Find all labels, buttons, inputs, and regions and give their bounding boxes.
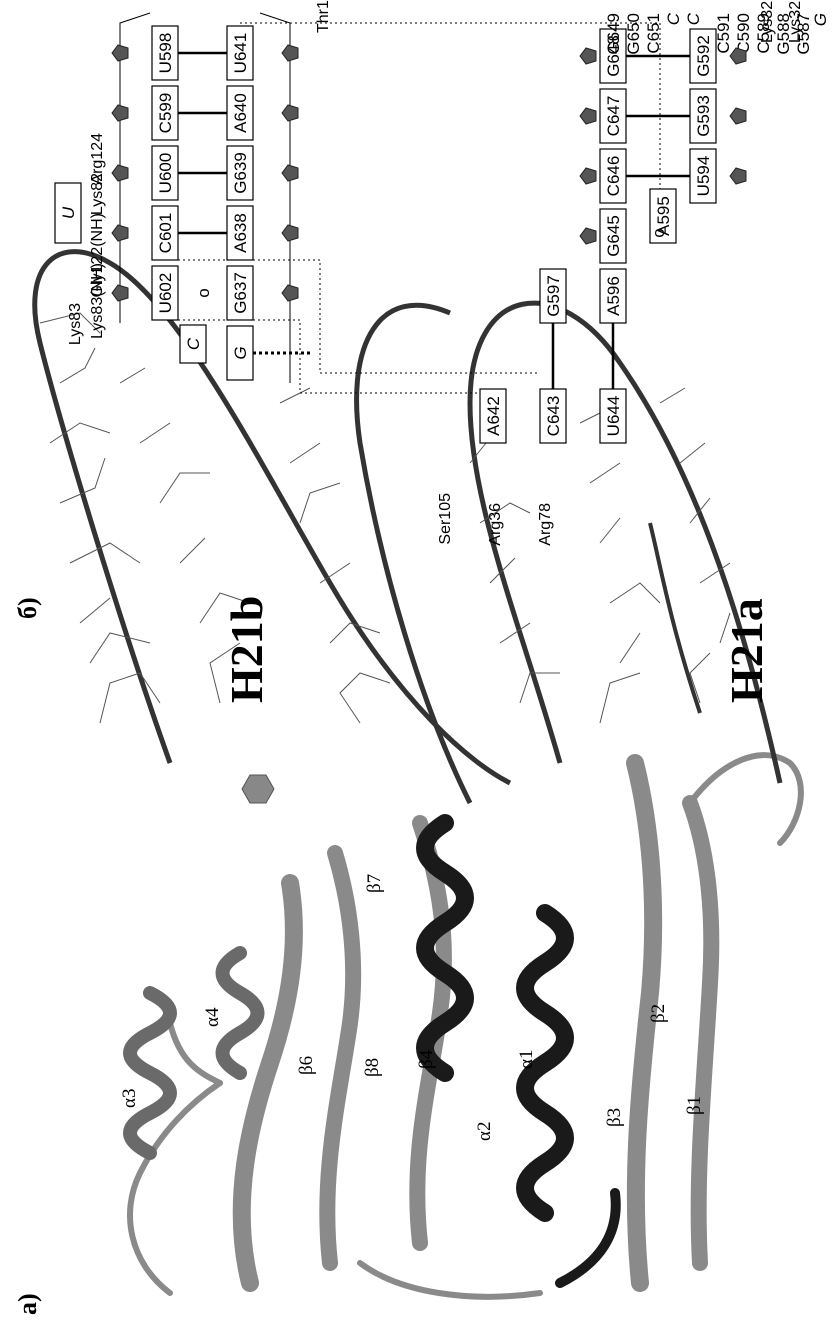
nt-G639: G639 — [231, 152, 250, 194]
label-Thr107: Thr107 — [315, 0, 332, 33]
nt-C601: C601 — [156, 213, 175, 254]
nt-G650: G650 — [624, 13, 643, 55]
nt-U-loose: U — [59, 206, 78, 219]
nt-C590: C590 — [734, 13, 753, 54]
label-beta3: β3 — [604, 1108, 625, 1127]
label-alpha4: α4 — [202, 1007, 223, 1027]
nt-G-lower: G — [811, 13, 830, 26]
nt-C599: C599 — [156, 93, 175, 134]
label-beta1: β1 — [684, 1096, 705, 1115]
nt-U598: U598 — [156, 33, 175, 74]
nt-C643: C643 — [544, 396, 563, 437]
middle-protein-labels: Ser105 Arg36 Arg78 — [437, 493, 554, 546]
panel-a-label: а) — [13, 1293, 42, 1315]
nt-G593: G593 — [694, 95, 713, 137]
nt-G637: G637 — [231, 272, 250, 314]
label-Lys32NH: Lys32(NH) — [787, 0, 804, 43]
nt-G592: G592 — [694, 35, 713, 77]
label-Ser105: Ser105 — [437, 493, 454, 545]
nt-C647: C647 — [604, 96, 623, 137]
nt-C-loose: C — [184, 337, 203, 350]
nt-C651: C651 — [644, 13, 663, 54]
nt-U644: U644 — [604, 396, 623, 437]
nt-U594: U594 — [694, 156, 713, 197]
nt-G597: G597 — [544, 275, 563, 317]
nt-C646: C646 — [604, 156, 623, 197]
label-Arg78: Arg78 — [537, 503, 554, 546]
nt-G649: G649 — [604, 13, 623, 55]
nt-A596: A596 — [604, 276, 623, 316]
label-beta6: β6 — [296, 1056, 317, 1075]
label-Lys32: Lys32 — [759, 1, 776, 43]
nt-A638: A638 — [231, 213, 250, 253]
label-alpha2: α2 — [474, 1122, 495, 1141]
nt-C-lower-a: C — [664, 12, 683, 25]
label-beta8: β8 — [362, 1058, 383, 1077]
lower-helix: G645 C646 C647 G648 G649 G650 C651 C C U… — [580, 12, 830, 263]
pair-symbol-lower: o — [649, 228, 668, 237]
label-alpha1: α1 — [516, 1050, 537, 1069]
secondary-structure-labels: α3 α4 β6 β8 β4 β7 α2 α1 β2 β3 β1 — [119, 874, 705, 1141]
label-beta4: β4 — [416, 1049, 437, 1069]
label-h21a: H21a — [721, 598, 772, 703]
panel-b-label: б) — [13, 597, 42, 619]
label-Lys83: Lys83 — [67, 303, 84, 345]
nt-C-lower-b: C — [684, 12, 703, 25]
rna-structure — [35, 252, 780, 803]
label-Arg36: Arg36 — [487, 503, 504, 546]
label-alpha3: α3 — [119, 1089, 140, 1108]
label-beta7: β7 — [364, 874, 385, 893]
nt-U602: U602 — [156, 273, 175, 314]
nt-G-top: G — [231, 346, 250, 359]
nt-A642: A642 — [484, 396, 503, 436]
nt-A640: A640 — [231, 93, 250, 133]
label-Gly122NH: Gly122(NH) — [89, 213, 106, 297]
nt-U641: U641 — [231, 33, 250, 74]
nt-G645: G645 — [604, 215, 623, 257]
pair-symbol-upper: o — [194, 288, 213, 297]
nt-C591: C591 — [714, 13, 733, 54]
nt-U600: U600 — [156, 153, 175, 194]
label-h21b: H21b — [221, 596, 272, 703]
label-Arg124: Arg124 — [89, 133, 106, 185]
label-beta2: β2 — [648, 1004, 669, 1023]
protein-ribbon — [130, 755, 801, 1297]
